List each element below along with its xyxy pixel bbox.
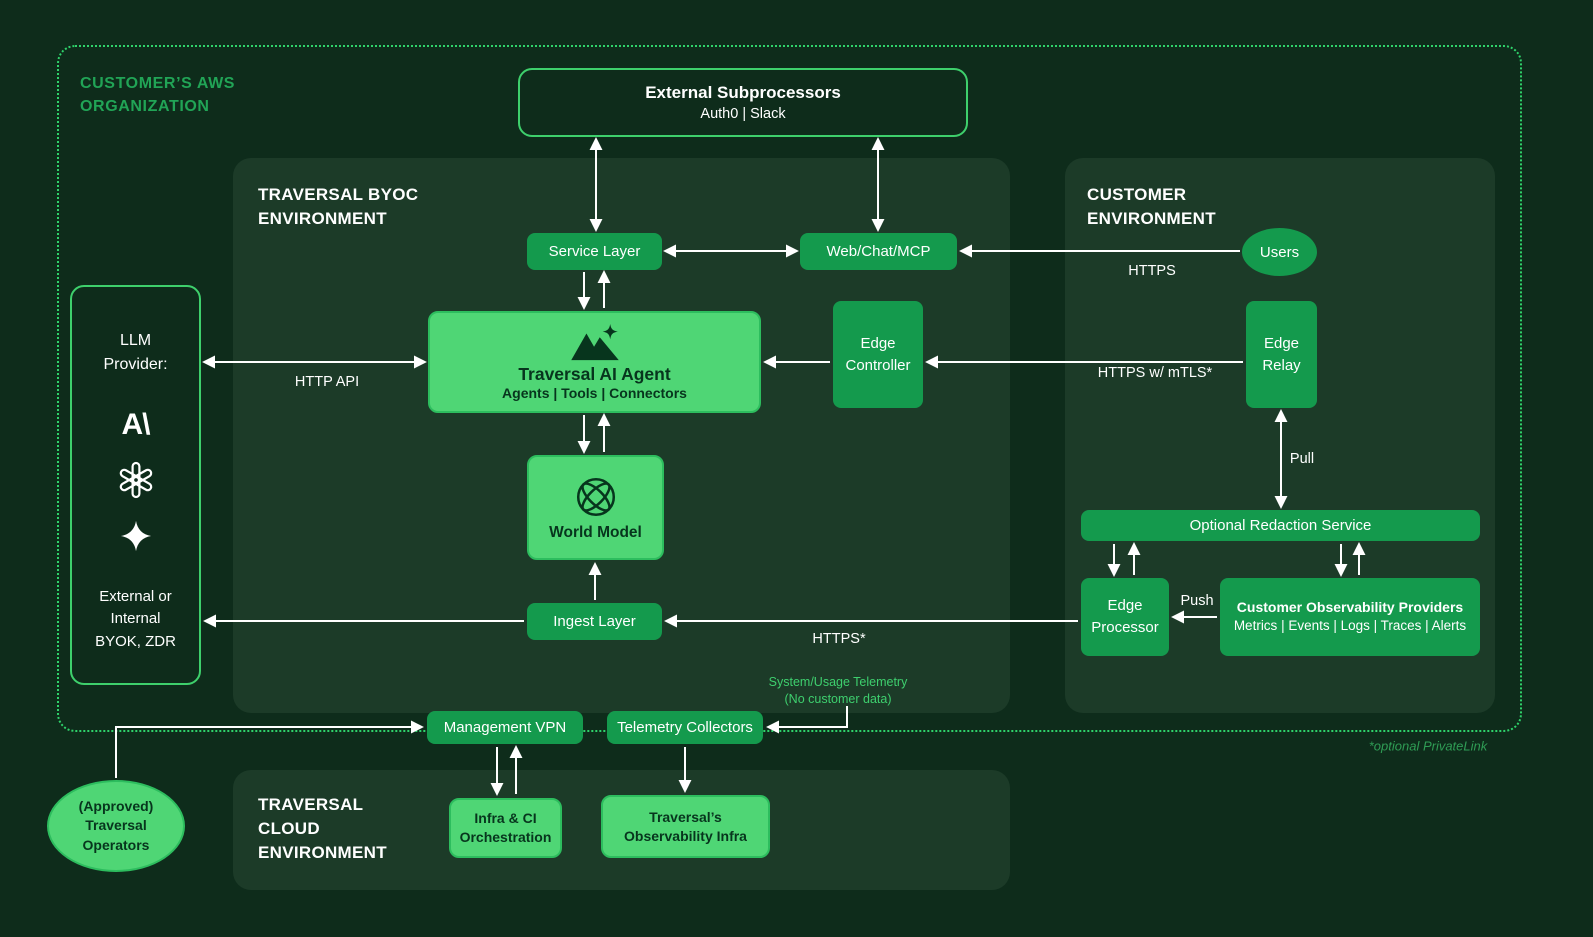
globe-icon <box>576 477 615 516</box>
edge-label-https-star: HTTPS* <box>812 631 866 647</box>
observability-providers-title: Customer Observability Providers <box>1236 598 1464 615</box>
gemini-star-icon <box>120 521 151 552</box>
edge-label-system-usage-telemetry: System/Usage Telemetry (No customer data… <box>768 675 908 706</box>
customer-environment-label: CUSTOMER ENVIRONMENT <box>1087 185 1216 228</box>
openai-logo-icon <box>119 462 152 499</box>
mountain-sparkle-icon <box>570 323 619 360</box>
node-edge-controller: Edge Controller <box>833 301 923 408</box>
external-subprocessors-subtitle: Auth0 | Slack <box>700 106 786 122</box>
node-users: Users <box>1242 228 1317 276</box>
external-subprocessors-title: External Subprocessors <box>645 83 841 102</box>
cloud-environment-label: TRAVERSAL CLOUD ENVIRONMENT <box>258 795 387 862</box>
world-model-label: World Model <box>549 523 642 541</box>
node-traversal-ai-agent: Traversal AI Agent Agents | Tools | Conn… <box>428 311 761 413</box>
llm-provider-logos: A\ <box>116 410 156 552</box>
node-optional-redaction-service: Optional Redaction Service <box>1081 510 1480 541</box>
node-edge-relay: Edge Relay <box>1246 301 1317 408</box>
ai-agent-title: Traversal AI Agent <box>518 363 671 384</box>
edge-label-push: Push <box>1180 593 1214 609</box>
external-subprocessors-box: External Subprocessors Auth0 | Slack <box>518 68 968 137</box>
edge-label-pull: Pull <box>1289 451 1315 467</box>
node-web-chat-mcp: Web/Chat/MCP <box>800 233 957 270</box>
ai-agent-subtitle: Agents | Tools | Connectors <box>502 384 687 401</box>
node-approved-traversal-operators: (Approved) Traversal Operators <box>47 780 185 872</box>
aws-org-label: CUSTOMER’S AWS ORGANIZATION <box>80 75 236 116</box>
edge-label-http-api: HTTP API <box>294 374 360 390</box>
node-service-layer: Service Layer <box>527 233 662 270</box>
node-edge-processor: Edge Processor <box>1081 578 1169 656</box>
byoc-environment-label: TRAVERSAL BYOC ENVIRONMENT <box>258 185 419 228</box>
node-infra-ci-orchestration: Infra & CI Orchestration <box>449 798 562 858</box>
observability-providers-subtitle: Metrics | Events | Logs | Traces | Alert… <box>1233 617 1467 633</box>
node-customer-observability-providers: Customer Observability Providers Metrics… <box>1220 578 1480 656</box>
edge-label-https: HTTPS <box>1128 263 1176 279</box>
llm-provider-title: LLM Provider: <box>103 332 168 373</box>
optional-privatelink-note: *optional PrivateLink <box>1368 738 1488 754</box>
llm-provider-footer: External or Internal BYOK, ZDR <box>95 587 176 650</box>
anthropic-logo-icon: A\ <box>121 408 151 442</box>
edge-label-https-mtls: HTTPS w/ mTLS* <box>1097 365 1213 381</box>
llm-provider-box: LLM Provider: A\ External or Internal BY… <box>70 285 201 685</box>
node-telemetry-collectors: Telemetry Collectors <box>607 711 763 744</box>
node-ingest-layer: Ingest Layer <box>527 603 662 640</box>
node-management-vpn: Management VPN <box>427 711 583 744</box>
node-traversal-observability-infra: Traversal’s Observability Infra <box>601 795 770 858</box>
node-world-model: World Model <box>527 455 664 560</box>
